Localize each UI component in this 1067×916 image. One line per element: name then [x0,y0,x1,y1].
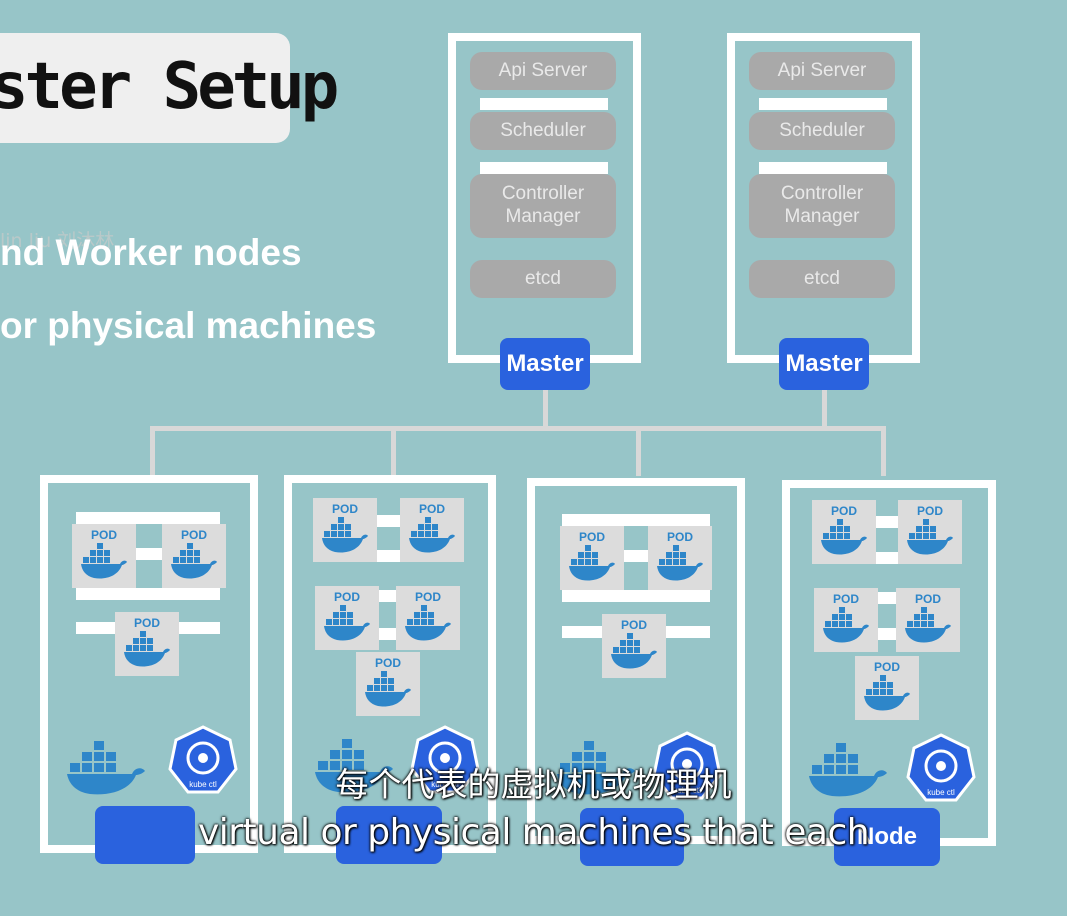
pod-label: POD [374,656,401,670]
docker-whale-icon [67,741,145,795]
scheduler-1: Scheduler [470,112,616,150]
master-label-1: Master [500,338,590,390]
connector-line [881,426,886,476]
master-label-2: Master [779,338,869,390]
pod: POD [560,526,624,590]
docker-whale-icon [315,739,393,793]
docker-whale-icon [557,741,635,795]
docker-whale-icon [823,607,869,643]
node-label-4: Node [834,808,940,866]
docker-whale-icon [905,607,951,643]
pod: POD [356,652,420,716]
docker-whale-icon [809,743,887,797]
pod-label: POD [90,528,117,542]
pod-label: POD [832,592,859,606]
docker-whale-icon [409,517,455,553]
pod: POD [396,586,460,650]
slide-title: ster Setup [0,50,339,124]
pod: POD [72,524,136,588]
pod-label: POD [333,590,360,604]
pod-label: POD [666,530,693,544]
docker-whale-icon [657,545,703,581]
kubelet-icon: kube ctl [906,733,976,802]
docker-whale-icon [81,543,127,579]
pod-label: POD [916,504,943,518]
docker-whale-icon [864,675,910,711]
node-label-2 [336,806,442,864]
pod: POD [315,586,379,650]
pod-label: POD [133,616,160,630]
controller-manager-1: Controller Manager [470,174,616,238]
pod-label: POD [578,530,605,544]
divider [76,588,220,600]
pod-label: POD [914,592,941,606]
docker-whale-icon [405,605,451,641]
etcd-2: etcd [749,260,895,298]
divider [480,98,608,110]
watermark: lin liu 刘沐林 [0,230,115,252]
connector-line [150,426,155,476]
docker-whale-icon [171,543,217,579]
bullet-2: or physical machines [0,305,377,346]
docker-whale-icon [322,517,368,553]
api-server-1: Api Server [470,52,616,90]
pod: POD [602,614,666,678]
docker-whale-icon [365,671,411,707]
pod-label: POD [180,528,207,542]
scheduler-2: Scheduler [749,112,895,150]
kubelet-label: kube ctl [189,780,217,789]
pod-label: POD [830,504,857,518]
node-label-3 [580,808,684,866]
pod: POD [115,612,179,676]
pod: POD [898,500,962,564]
connector-line [150,426,886,431]
kubelet-label: kube ctl [673,786,701,795]
docker-whale-icon [324,605,370,641]
divider [759,98,887,110]
docker-whale-icon [569,545,615,581]
divider [76,512,220,524]
pod: POD [648,526,712,590]
bullet-1: nd Worker nodes [0,232,302,273]
pod: POD [400,498,464,562]
docker-whale-icon [124,631,170,667]
pod: POD [896,588,960,652]
docker-whale-icon [907,519,953,555]
connector-line [636,426,641,476]
subtitle-chinese: 每个代表的虚拟机或物理机 [335,765,732,804]
divider [759,162,887,174]
node-label-1 [95,806,195,864]
subtitle-english: virtual or physical machines that each [197,812,870,853]
divider [480,162,608,174]
divider [562,514,710,526]
docker-whale-icon [611,633,657,669]
kubelet-label: kube ctl [431,780,459,789]
connector-line [543,390,548,428]
pod: POD [162,524,226,588]
kubelet-label: kube ctl [927,788,955,797]
pod: POD [313,498,377,562]
connector-line [822,390,827,428]
pod-label: POD [414,590,441,604]
pod: POD [814,588,878,652]
pod-label: POD [331,502,358,516]
controller-manager-2: Controller Manager [749,174,895,238]
pod-label: POD [418,502,445,516]
connector-line [391,426,396,476]
pod: POD [812,500,876,564]
kubelet-icon: kube ctl [410,725,480,794]
pod: POD [855,656,919,720]
title-card [0,33,290,143]
etcd-1: etcd [470,260,616,298]
kubelet-icon: kube ctl [652,731,722,800]
api-server-2: Api Server [749,52,895,90]
kubelet-icon: kube ctl [168,725,238,794]
docker-whale-icon [821,519,867,555]
pod-label: POD [620,618,647,632]
pod-label: POD [873,660,900,674]
divider [562,590,710,602]
